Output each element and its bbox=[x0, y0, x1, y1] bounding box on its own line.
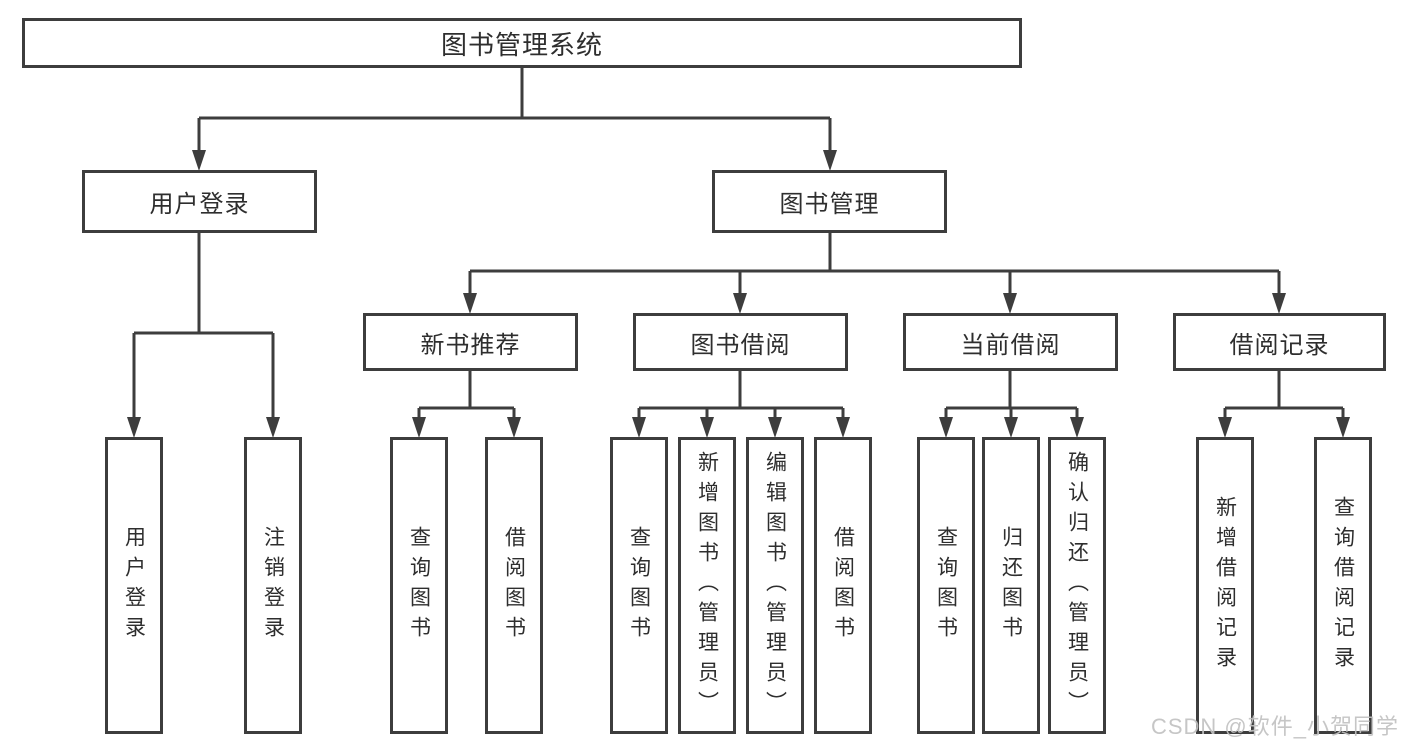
csdn-watermark: CSDN @软件_小贺同学 bbox=[1150, 714, 1399, 739]
leaf-borrow-books-2: 借阅图书 bbox=[814, 437, 872, 734]
node-book-borrow-label: 图书借阅 bbox=[690, 331, 791, 359]
arrow-down-icon bbox=[836, 417, 850, 438]
leaf-borrow-books-1: 借阅图书 bbox=[485, 437, 543, 734]
leaf-add-borrow-record-label: 新增借阅记录 bbox=[1213, 495, 1237, 676]
arrow-down-icon bbox=[1272, 293, 1286, 314]
node-new-book-recommend-label: 新书推荐 bbox=[420, 331, 521, 359]
leaf-add-borrow-record: 新增借阅记录 bbox=[1196, 437, 1254, 734]
arrow-down-icon bbox=[412, 417, 426, 438]
node-current-borrow-label: 当前借阅 bbox=[960, 331, 1061, 359]
connector-newbooks-to-leaves bbox=[417, 371, 516, 419]
arrowheads bbox=[127, 150, 1350, 438]
arrow-down-icon bbox=[823, 150, 837, 171]
connector-records-to-leaves bbox=[1223, 371, 1345, 419]
node-new-book-recommend: 新书推荐 bbox=[363, 313, 578, 371]
arrow-down-icon bbox=[1336, 417, 1350, 438]
connector-current-to-leaves bbox=[944, 371, 1079, 419]
leaf-logout-label: 注销登录 bbox=[261, 525, 285, 646]
leaf-query-books-3: 查询图书 bbox=[917, 437, 975, 734]
leaf-edit-books-admin: 编辑图书（管理员） bbox=[746, 437, 804, 734]
arrow-down-icon bbox=[700, 417, 714, 438]
node-root-label: 图书管理系统 bbox=[440, 29, 603, 60]
leaf-query-books-1: 查询图书 bbox=[390, 437, 448, 734]
leaf-confirm-return-admin: 确认归还（管理员） bbox=[1048, 437, 1106, 734]
node-book-management: 图书管理 bbox=[712, 170, 947, 233]
arrow-down-icon bbox=[192, 150, 206, 171]
leaf-query-borrow-record: 查询借阅记录 bbox=[1314, 437, 1372, 734]
leaf-return-books: 归还图书 bbox=[982, 437, 1040, 734]
arrow-down-icon bbox=[1003, 293, 1017, 314]
leaf-confirm-return-admin-label: 确认归还（管理员） bbox=[1065, 450, 1089, 721]
node-book-borrow: 图书借阅 bbox=[633, 313, 848, 371]
connector-bookmgmt-to-level3 bbox=[468, 233, 1281, 295]
leaf-borrow-books-2-label: 借阅图书 bbox=[831, 525, 855, 646]
connector-borrow-to-leaves bbox=[637, 371, 845, 419]
arrow-down-icon bbox=[463, 293, 477, 314]
arrow-down-icon bbox=[266, 417, 280, 438]
connector-userlogin-to-leaves bbox=[132, 233, 275, 419]
node-borrow-records-label: 借阅记录 bbox=[1229, 331, 1330, 359]
leaf-query-books-3-label: 查询图书 bbox=[934, 525, 958, 646]
leaf-add-books-admin: 新增图书（管理员） bbox=[678, 437, 736, 734]
arrow-down-icon bbox=[768, 417, 782, 438]
arrow-down-icon bbox=[1004, 417, 1018, 438]
leaf-query-books-2: 查询图书 bbox=[610, 437, 668, 734]
arrow-down-icon bbox=[939, 417, 953, 438]
node-current-borrow: 当前借阅 bbox=[903, 313, 1118, 371]
leaf-logout: 注销登录 bbox=[244, 437, 302, 734]
arrow-down-icon bbox=[127, 417, 141, 438]
leaf-user-login-label: 用户登录 bbox=[122, 525, 146, 646]
leaf-query-books-1-label: 查询图书 bbox=[407, 525, 431, 646]
node-root: 图书管理系统 bbox=[22, 18, 1022, 68]
node-borrow-records: 借阅记录 bbox=[1173, 313, 1386, 371]
arrow-down-icon bbox=[1218, 417, 1232, 438]
leaf-add-books-admin-label: 新增图书（管理员） bbox=[695, 450, 719, 721]
arrow-down-icon bbox=[632, 417, 646, 438]
leaf-query-borrow-record-label: 查询借阅记录 bbox=[1331, 495, 1355, 676]
arrow-down-icon bbox=[1070, 417, 1084, 438]
arrow-down-icon bbox=[507, 417, 521, 438]
leaf-edit-books-admin-label: 编辑图书（管理员） bbox=[763, 450, 787, 721]
node-user-login-label: 用户登录 bbox=[149, 191, 250, 218]
node-user-login: 用户登录 bbox=[82, 170, 317, 233]
connector-root-to-level2 bbox=[197, 68, 832, 152]
leaf-query-books-2-label: 查询图书 bbox=[627, 525, 651, 646]
arrow-down-icon bbox=[733, 293, 747, 314]
leaf-borrow-books-1-label: 借阅图书 bbox=[502, 525, 526, 646]
leaf-user-login: 用户登录 bbox=[105, 437, 163, 734]
leaf-return-books-label: 归还图书 bbox=[999, 525, 1023, 646]
node-book-management-label: 图书管理 bbox=[779, 191, 880, 218]
